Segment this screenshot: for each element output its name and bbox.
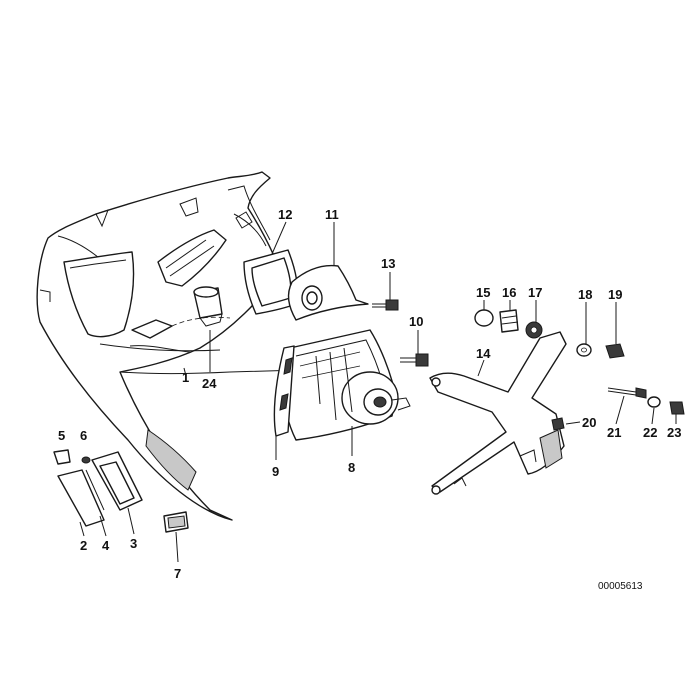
callout-13: 13 [381, 256, 395, 271]
clip-part-7 [163, 511, 189, 533]
callout-11: 11 [325, 207, 339, 222]
diagram-reference-number: 00005613 [598, 581, 643, 592]
callout-1: 1 [182, 370, 189, 385]
callout-14: 14 [476, 346, 491, 361]
mount-parts-15-17 [474, 309, 543, 339]
fastener-parts-18-19 [576, 343, 625, 359]
callout-22: 22 [643, 425, 657, 440]
cover-part-11 [287, 264, 369, 321]
inner-panel [129, 229, 231, 353]
callout-9: 9 [272, 464, 279, 479]
callout-10: 10 [409, 314, 423, 329]
callout-15: 15 [476, 285, 490, 300]
callout-19: 19 [608, 287, 622, 302]
callout-12: 12 [278, 207, 292, 222]
callout-4: 4 [102, 538, 110, 553]
gasket-part-9 [273, 345, 295, 437]
callout-24: 24 [202, 376, 217, 391]
callout-labels: 1 2 3 4 5 6 7 8 9 10 11 12 13 14 15 16 1… [58, 207, 681, 581]
headlight-part-8 [281, 329, 411, 441]
callout-16: 16 [502, 285, 516, 300]
callout-21: 21 [607, 425, 621, 440]
callout-2: 2 [80, 538, 87, 553]
fairing-shell [36, 171, 301, 521]
screw-part-13 [372, 299, 399, 311]
callout-7: 7 [174, 566, 181, 581]
leader-lines [79, 221, 677, 563]
callout-23: 23 [667, 425, 681, 440]
fastener-parts-20-23 [551, 387, 685, 431]
callout-20: 20 [582, 415, 596, 430]
seal-part-12 [243, 249, 299, 315]
callout-17: 17 [528, 285, 542, 300]
grommet-part-24 [193, 286, 223, 327]
bracket-part-14 [429, 331, 567, 495]
callout-18: 18 [578, 287, 592, 302]
callout-8: 8 [348, 460, 355, 475]
callout-3: 3 [130, 536, 137, 551]
screw-part-10 [400, 353, 429, 367]
side-vent-parts-2-6 [53, 449, 143, 527]
callout-5: 5 [58, 428, 65, 443]
callout-6: 6 [80, 428, 87, 443]
